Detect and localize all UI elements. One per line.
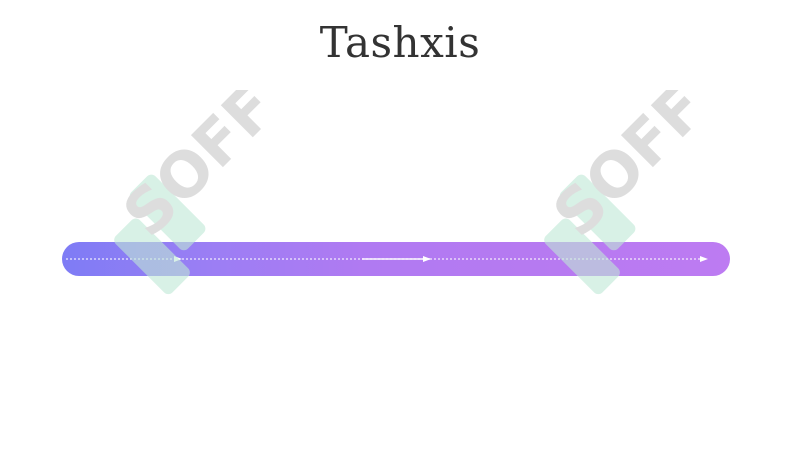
page-title: Tashxis [319,18,481,67]
watermark-logo: SOFF [539,90,719,295]
arrow-right-icon [174,256,182,262]
watermark-text: SOFF [109,90,289,251]
watermark-text: SOFF [539,90,719,251]
arrow-right-icon [700,256,708,262]
soff-logo-icon [114,174,206,295]
arrow-right-icon [423,256,431,262]
progress-flow-lines [66,256,708,262]
soff-logo-icon [544,174,636,295]
progress-track [62,242,730,276]
watermark-logo: SOFF [109,90,289,295]
